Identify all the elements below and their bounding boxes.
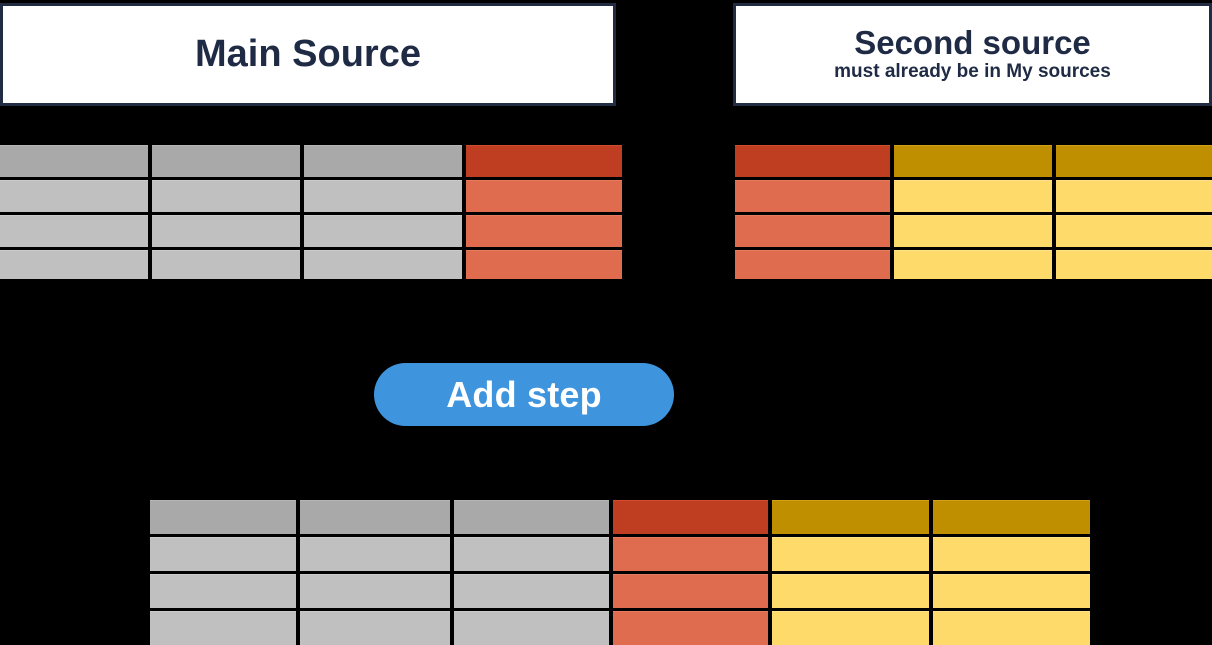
table-row — [150, 537, 1090, 571]
table-header-cell — [772, 500, 929, 534]
table-cell — [304, 250, 462, 279]
table-cell — [152, 250, 300, 279]
table-cell — [150, 611, 296, 645]
table-row — [735, 250, 1212, 279]
table-cell — [0, 215, 148, 247]
table-header-cell — [613, 500, 768, 534]
table-row — [150, 574, 1090, 608]
table-cell — [466, 215, 622, 247]
table-header-cell — [300, 500, 450, 534]
table-cell — [933, 537, 1090, 571]
table-header-cell — [466, 145, 622, 177]
table-cell — [454, 574, 609, 608]
table-row — [0, 215, 622, 247]
table-row — [0, 250, 622, 279]
table-cell — [1056, 250, 1212, 279]
table-header-row — [150, 500, 1090, 534]
table-cell — [772, 574, 929, 608]
table-cell — [1056, 180, 1212, 212]
table-row — [735, 215, 1212, 247]
table-cell — [0, 250, 148, 279]
table-cell — [894, 250, 1052, 279]
table-row — [150, 611, 1090, 645]
main-source-panel: Main Source — [0, 3, 616, 106]
table-cell — [304, 180, 462, 212]
second-source-title: Second source — [854, 23, 1091, 61]
table-cell — [0, 180, 148, 212]
table-cell — [735, 180, 890, 212]
table-cell — [466, 250, 622, 279]
table-row — [0, 180, 622, 212]
table-cell — [772, 537, 929, 571]
table-cell — [894, 180, 1052, 212]
table-row — [735, 180, 1212, 212]
table-header-cell — [150, 500, 296, 534]
table-cell — [466, 180, 622, 212]
table-header-cell — [933, 500, 1090, 534]
table-cell — [300, 574, 450, 608]
table-cell — [933, 574, 1090, 608]
table-cell — [735, 215, 890, 247]
table-cell — [300, 611, 450, 645]
table-cell — [152, 215, 300, 247]
table-cell — [613, 574, 768, 608]
table-header-cell — [894, 145, 1052, 177]
table-cell — [933, 611, 1090, 645]
table-header-cell — [0, 145, 148, 177]
table-header-cell — [454, 500, 609, 534]
table-header-row — [0, 145, 622, 177]
table-header-cell — [735, 145, 890, 177]
table-cell — [454, 611, 609, 645]
table-cell — [304, 215, 462, 247]
table-cell — [1056, 215, 1212, 247]
table-cell — [300, 537, 450, 571]
table-cell — [454, 537, 609, 571]
table-cell — [613, 611, 768, 645]
table-cell — [894, 215, 1052, 247]
table-cell — [150, 574, 296, 608]
add-step-button[interactable]: Add step — [374, 363, 674, 426]
table-cell — [152, 180, 300, 212]
table-cell — [613, 537, 768, 571]
table-cell — [735, 250, 890, 279]
table-cell — [150, 537, 296, 571]
main-source-title: Main Source — [195, 32, 421, 75]
result-table — [150, 500, 1090, 645]
table-cell — [772, 611, 929, 645]
table-header-cell — [152, 145, 300, 177]
table-header-cell — [304, 145, 462, 177]
second-source-panel: Second source must already be in My sour… — [733, 3, 1212, 106]
second-source-table — [735, 145, 1212, 279]
table-header-row — [735, 145, 1212, 177]
table-header-cell — [1056, 145, 1212, 177]
second-source-subtitle: must already be in My sources — [834, 61, 1111, 83]
main-source-table — [0, 145, 622, 279]
